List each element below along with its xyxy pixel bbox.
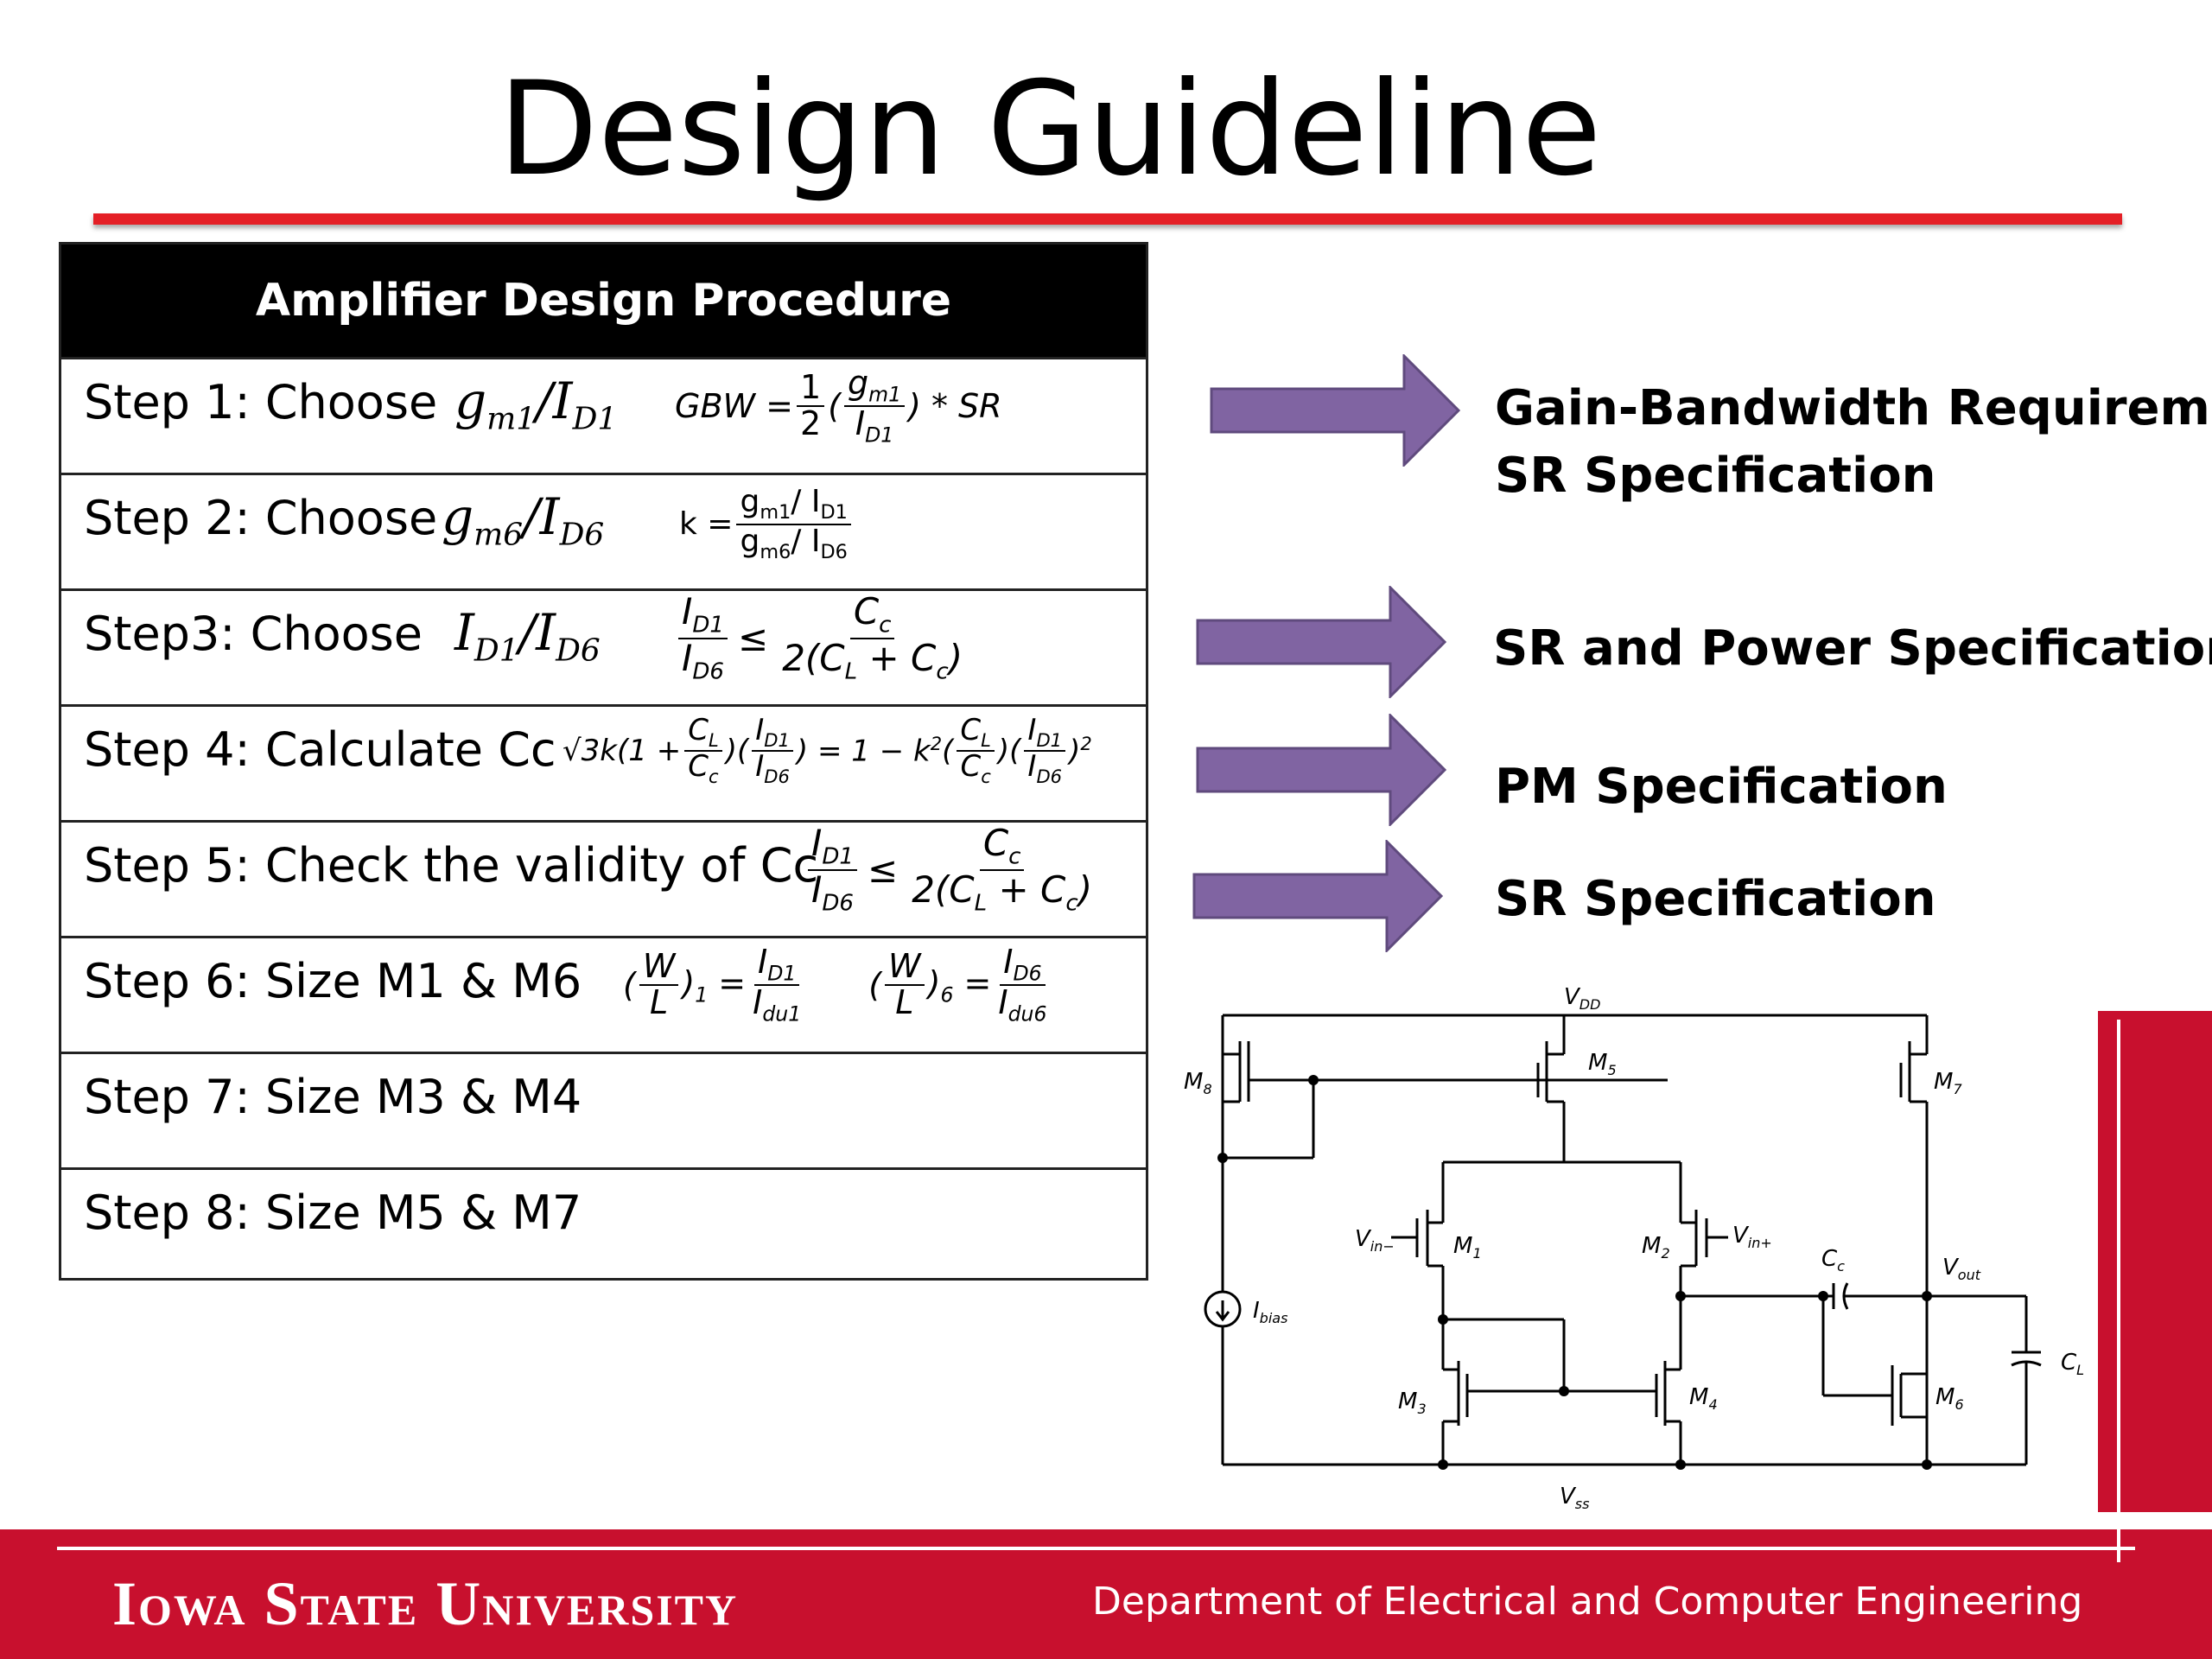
vin-plus-label: Vin+ (1732, 1223, 1772, 1251)
k-formula: k = gm1/ ID1 gm6/ ID6 (679, 486, 855, 563)
table-row: Step 7: Size M3 & M4 (61, 1052, 1146, 1167)
step-label: Step 7: Size M3 & M4 (84, 1070, 582, 1124)
table-row: Step 8: Size M5 & M7 (61, 1167, 1146, 1283)
two-stage-opamp-schematic: VDD Vss M8 M5 M7 M1 M2 M3 M4 M6 Vin− Vin… (1184, 984, 2084, 1512)
slide-title: Design Guideline (498, 54, 1602, 205)
step-expression: gm6/ID6 (442, 487, 605, 553)
cl-label: CL (2061, 1350, 2084, 1378)
m6-label: M6 (1936, 1384, 1964, 1413)
m7-label: M7 (1934, 1069, 1962, 1097)
m8-label: M8 (1184, 1069, 1212, 1097)
step-label: Step3: Choose (84, 607, 423, 661)
table-row: Step 2: Choose gm6/ID6 k = gm1/ ID1 gm6/… (61, 473, 1146, 588)
spec-sr: SR Specification (1495, 871, 1936, 927)
m3-label: M3 (1398, 1389, 1427, 1417)
right-arrow-icon (1196, 714, 1446, 826)
spec-gbw-sr: Gain-Bandwidth Requirement SR Specificat… (1495, 380, 2212, 504)
cc-label: Cc (1821, 1246, 1845, 1274)
footer-bar (0, 1529, 2212, 1659)
right-arrow-icon (1192, 840, 1443, 952)
university-logo-text: Iowa State University (112, 1569, 739, 1638)
table-header: Amplifier Design Procedure (61, 245, 1146, 357)
ibias-label: Ibias (1253, 1298, 1287, 1326)
vss-label: Vss (1560, 1484, 1589, 1512)
m1-label: M1 (1453, 1233, 1482, 1262)
step-label: Step 1: Choose (84, 375, 438, 429)
design-procedure-table: Amplifier Design Procedure Step 1: Choos… (59, 242, 1148, 1281)
spec-pm: PM Specification (1495, 759, 1948, 815)
vout-label: Vout (1942, 1255, 1981, 1283)
step-label: Step 2: Choose (84, 491, 438, 545)
title-underline (93, 213, 2122, 225)
m4-label: M4 (1689, 1384, 1718, 1413)
vdd-label: VDD (1564, 984, 1600, 1013)
footer-divider (57, 1547, 2135, 1550)
m2-label: M2 (1642, 1233, 1670, 1262)
step-label: Step 4: Calculate Cc (84, 722, 556, 777)
vin-minus-label: Vin− (1355, 1226, 1395, 1255)
step-label: Step 8: Size M5 & M7 (84, 1185, 582, 1240)
department-name: Department of Electrical and Computer En… (1092, 1580, 2083, 1624)
spec-sr-power: SR and Power Specification (1493, 620, 2212, 677)
right-arrow-icon (1210, 354, 1460, 467)
footer-divider-vertical (2117, 1020, 2120, 1562)
right-arrow-icon (1196, 586, 1446, 698)
step-expression: ID1/ID6 (454, 603, 601, 669)
step-expression: gm1/ID1 (454, 372, 618, 437)
step-label: Step 6: Size M1 & M6 (84, 954, 582, 1008)
m5-label: M5 (1588, 1050, 1617, 1078)
step-label: Step 5: Check the validity of Cc (84, 838, 819, 893)
